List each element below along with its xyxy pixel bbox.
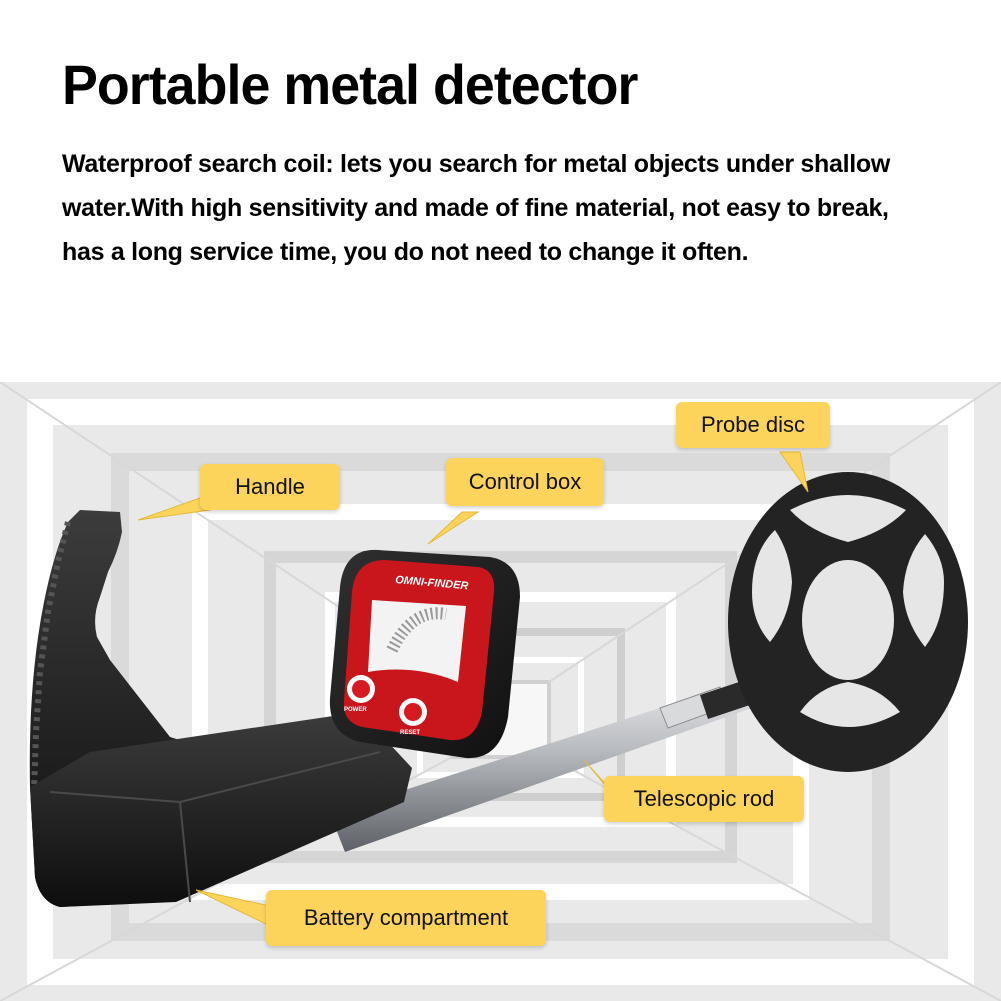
callout-pointers: [137, 451, 809, 927]
page-title: Portable metal detector: [62, 53, 638, 116]
handle-body-shape: [29, 510, 412, 907]
battery-compartment-callout: Battery compartment: [266, 890, 546, 946]
telescopic-rod-callout: Telescopic rod: [604, 776, 804, 822]
probe-disc-shape: [728, 472, 968, 772]
product-scene: OMNI-FINDER POWER RESET Handle Control b…: [0, 382, 1001, 1001]
device-power-label: POWER: [344, 707, 367, 713]
device-reset-label: RESET: [400, 730, 420, 736]
probe-disc-callout: Probe disc: [676, 402, 830, 448]
control-box-shape: OMNI-FINDER POWER RESET: [329, 549, 520, 759]
handle-callout: Handle: [200, 464, 340, 510]
control-box-callout: Control box: [446, 458, 604, 506]
product-description: Waterproof search coil: lets you search …: [62, 150, 890, 266]
